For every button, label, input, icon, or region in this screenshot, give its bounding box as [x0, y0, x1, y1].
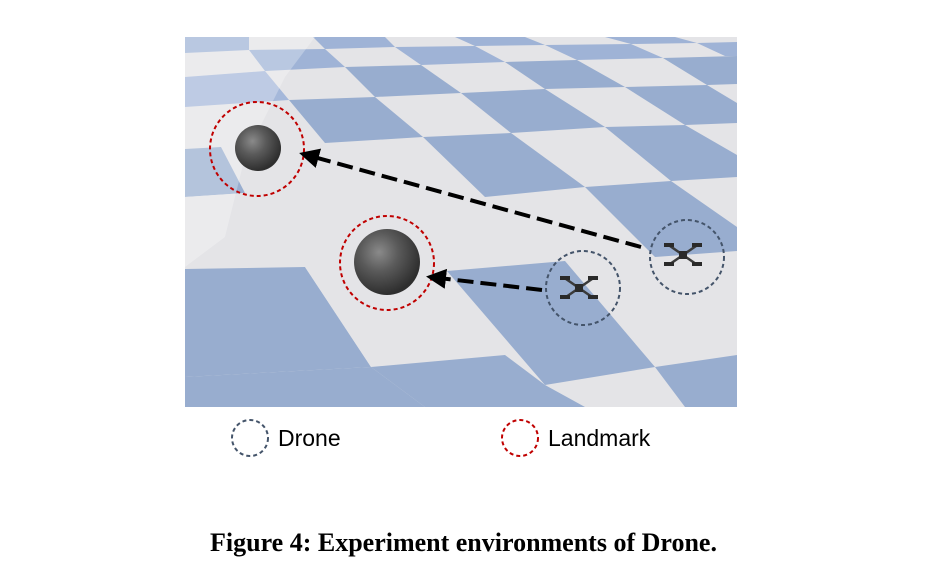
landmark-marker: [339, 215, 435, 311]
legend-label-landmark: Landmark: [548, 424, 651, 451]
experiment-scene: [185, 37, 737, 407]
drone-legend-icon: [231, 419, 269, 457]
legend-item-drone: Drone: [228, 418, 341, 458]
checkerboard-floor: [185, 37, 737, 407]
drone-path-arrow: [426, 268, 543, 292]
drone-icon: [560, 276, 598, 299]
drone-path-arrow: [299, 148, 642, 249]
legend-item-landmark: Landmark: [498, 418, 650, 458]
figure-caption: Figure 4: Experiment environments of Dro…: [210, 528, 717, 557]
landmark-sphere: [354, 229, 420, 295]
landmark-legend-icon: [501, 419, 539, 457]
legend-label-drone: Drone: [278, 424, 341, 451]
landmark-sphere: [235, 125, 281, 171]
drone-icon: [664, 243, 702, 266]
drone-marker: [545, 250, 621, 326]
drone-marker: [649, 219, 725, 295]
